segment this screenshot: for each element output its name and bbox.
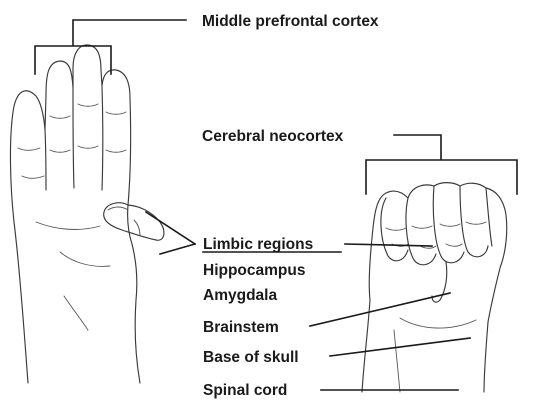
finger-crease-1a	[18, 148, 40, 150]
finger-gap-3	[102, 86, 103, 190]
amygdala-label: Amygdala	[203, 287, 277, 304]
closed-fist-illustration	[362, 183, 507, 392]
fist-crease-7	[446, 244, 462, 246]
thumb-nail	[108, 207, 128, 210]
middle-prefrontal-cortex-label: Middle prefrontal cortex	[202, 13, 379, 30]
open-hand-outline	[10, 45, 140, 383]
limbic-leader-lower	[160, 244, 195, 254]
cerebral-neocortex-label: Cerebral neocortex	[202, 128, 344, 145]
neocortex-bracket	[366, 135, 517, 194]
limbic-regions-label: Limbic regions	[203, 236, 313, 253]
finger-crease-2b	[50, 150, 70, 152]
spinal-cord-label: Spinal cord	[203, 382, 287, 399]
fist-finger-1	[381, 198, 408, 261]
brainstem-label: Brainstem	[203, 319, 279, 336]
fist-outline	[362, 183, 507, 392]
fist-crease-2	[412, 226, 432, 228]
fist-finger-5	[486, 188, 492, 246]
limbic-leader-right	[345, 244, 432, 246]
finger-gap-1	[45, 130, 46, 190]
palm-crease-3	[64, 296, 88, 330]
finger-crease-4b	[106, 150, 126, 152]
fist-crease-1	[386, 228, 406, 230]
open-hand-illustration	[10, 45, 163, 383]
fist-finger-4	[460, 186, 488, 257]
finger-crease-1b	[22, 176, 44, 178]
palm-crease-1	[36, 222, 100, 229]
finger-crease-3b	[78, 146, 98, 148]
fist-wrist-crease	[400, 318, 476, 328]
base-of-skull-label: Base of skull	[203, 349, 299, 366]
finger-crease-3a	[78, 104, 98, 106]
prefrontal-bracket	[35, 20, 186, 74]
finger-crease-4a	[106, 112, 126, 114]
fist-crease-4	[466, 222, 486, 224]
palm-crease-2	[60, 252, 110, 266]
base-of-skull-leader	[330, 338, 470, 356]
folded-thumb	[104, 203, 164, 240]
finger-crease-2a	[50, 116, 70, 118]
brainstem-leader	[310, 293, 450, 326]
fist-forearm-line	[394, 330, 400, 392]
hippocampus-label: Hippocampus	[203, 262, 305, 279]
fist-finger-2	[406, 198, 436, 265]
finger-gap-2	[73, 88, 74, 188]
fist-crease-3	[440, 224, 460, 226]
